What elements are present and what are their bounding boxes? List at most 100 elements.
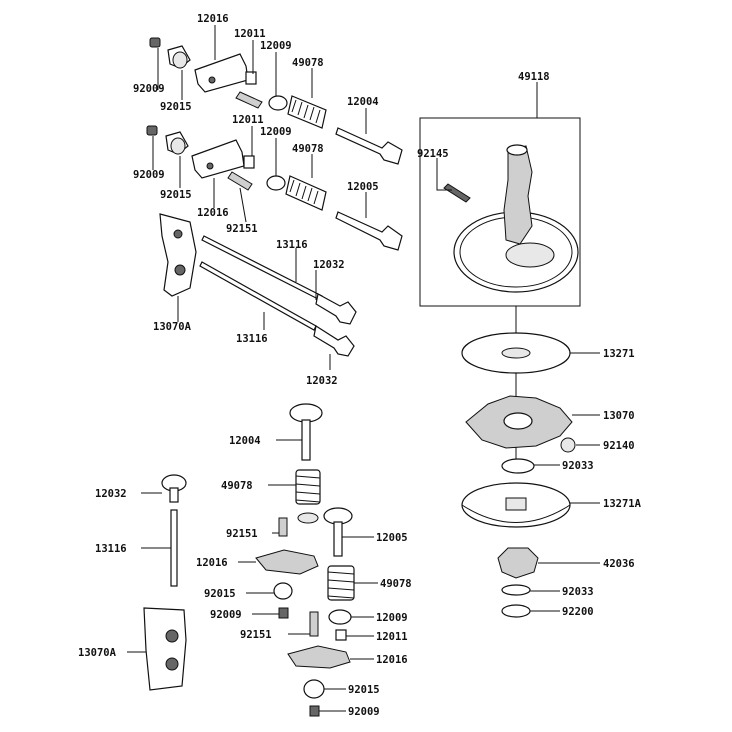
part-12016-c-rocker bbox=[255, 549, 319, 575]
part-13271-hole bbox=[501, 347, 531, 359]
part-12032-b-lifter bbox=[313, 325, 355, 357]
part-13070A-a-hole2 bbox=[174, 264, 186, 276]
label-12032-b: 12032 bbox=[306, 375, 338, 387]
part-92033-a-ring bbox=[501, 458, 535, 474]
part-42036-gear bbox=[497, 547, 539, 579]
part-12005-a-valve bbox=[335, 211, 403, 251]
label-92009-b: 92009 bbox=[133, 169, 165, 181]
label-13116-b: 13116 bbox=[236, 333, 268, 345]
camshaft-box bbox=[419, 117, 581, 307]
part-92151-a-stud bbox=[235, 91, 263, 109]
label-92151-a: 92151 bbox=[226, 223, 258, 235]
label-12011-b: 12011 bbox=[232, 114, 264, 126]
label-12011-c: 12011 bbox=[376, 631, 408, 643]
part-12004-a-valve bbox=[335, 127, 403, 165]
part-92009-d-screw bbox=[309, 705, 320, 717]
part-retainer-a bbox=[297, 512, 319, 524]
part-13116-b-rod bbox=[199, 261, 317, 331]
label-12016-d: 12016 bbox=[376, 654, 408, 666]
label-12005-a: 12005 bbox=[347, 181, 379, 193]
part-12004-b-stem bbox=[301, 419, 311, 461]
label-13116-a: 13116 bbox=[276, 239, 308, 251]
label-92009-d: 92009 bbox=[348, 706, 380, 718]
label-92015-b: 92015 bbox=[160, 189, 192, 201]
part-12016-b-shape bbox=[191, 139, 245, 179]
part-12032-c-lifter-stem bbox=[169, 487, 179, 503]
label-42036: 42036 bbox=[603, 558, 635, 570]
label-49078-b: 49078 bbox=[292, 143, 324, 155]
leader-lines bbox=[127, 25, 600, 712]
label-12004-a: 12004 bbox=[347, 96, 379, 108]
governor-assembly bbox=[461, 306, 576, 618]
label-13070A-a: 13070A bbox=[153, 321, 192, 333]
label-92009-c: 92009 bbox=[210, 609, 242, 621]
part-13070A-b-plate bbox=[143, 607, 187, 691]
label-12009-c: 12009 bbox=[376, 612, 408, 624]
label-13070: 13070 bbox=[603, 410, 635, 422]
part-13070A-a-hole1 bbox=[173, 229, 183, 239]
label-49078-c: 49078 bbox=[221, 480, 253, 492]
label-49078-d: 49078 bbox=[380, 578, 412, 590]
label-92140: 92140 bbox=[603, 440, 635, 452]
part-92015-b-nut bbox=[170, 137, 186, 155]
label-12005-b: 12005 bbox=[376, 532, 408, 544]
part-92151-b-stud bbox=[278, 517, 288, 537]
part-49118-hub bbox=[505, 242, 555, 268]
label-13070A-b: 13070A bbox=[78, 647, 117, 659]
label-92015-a: 92015 bbox=[160, 101, 192, 113]
pushrod-lifter-group-upper bbox=[159, 213, 357, 357]
label-12016-c: 12016 bbox=[196, 557, 228, 569]
part-92145-pin bbox=[443, 183, 471, 203]
part-12016-a-hole bbox=[208, 76, 216, 84]
label-12032-a: 12032 bbox=[313, 259, 345, 271]
part-12009-b-shape bbox=[266, 175, 286, 191]
part-49078-a-spring bbox=[287, 95, 327, 129]
part-49078-b-spring bbox=[285, 175, 327, 211]
part-92009-b-shape bbox=[146, 125, 158, 136]
label-12009-b: 12009 bbox=[260, 126, 292, 138]
rocker-assembly-upper bbox=[149, 37, 403, 165]
part-13271A-square bbox=[505, 497, 527, 511]
part-12011-a-shape bbox=[245, 71, 257, 85]
part-12004-b-head bbox=[289, 403, 323, 423]
part-92151-b-stud bbox=[227, 171, 253, 191]
label-92151-b: 92151 bbox=[226, 528, 258, 540]
label-12016-a: 12016 bbox=[197, 13, 229, 25]
part-12016-d-rocker bbox=[287, 645, 351, 669]
part-49118-shaft-top bbox=[506, 144, 528, 156]
label-12009-a: 12009 bbox=[260, 40, 292, 52]
label-13271: 13271 bbox=[603, 348, 635, 360]
label-92145: 92145 bbox=[417, 148, 449, 160]
label-92033-b: 92033 bbox=[562, 586, 594, 598]
rocker-assembly-lower bbox=[146, 125, 403, 251]
part-12016-b-hole bbox=[206, 162, 214, 170]
part-12011-b-shape bbox=[243, 155, 255, 169]
part-92009-c-screw bbox=[278, 607, 289, 619]
label-92009-a: 92009 bbox=[133, 83, 165, 95]
label-92151-c: 92151 bbox=[240, 629, 272, 641]
valve-train-lower bbox=[255, 403, 355, 717]
part-12032-a-lifter bbox=[315, 293, 357, 325]
label-92015-c: 92015 bbox=[204, 588, 236, 600]
part-13070A-b-hole1 bbox=[165, 629, 179, 643]
part-92009-a-shape bbox=[149, 37, 161, 48]
part-13070A-a-plate bbox=[159, 213, 197, 297]
part-12016-a-shape bbox=[194, 53, 249, 93]
label-12011-a: 12011 bbox=[234, 28, 266, 40]
label-92015-d: 92015 bbox=[348, 684, 380, 696]
label-49078-a: 49078 bbox=[292, 57, 324, 69]
label-13116-c: 13116 bbox=[95, 543, 127, 555]
part-92200-washer bbox=[501, 604, 531, 618]
label-12016-b: 12016 bbox=[197, 207, 229, 219]
part-49078-c-spring bbox=[295, 469, 321, 505]
camshaft-assembly bbox=[419, 117, 581, 307]
part-13070A-b-hole2 bbox=[165, 657, 179, 671]
label-12004-b: 12004 bbox=[229, 435, 261, 447]
part-12011-c-pivot bbox=[335, 629, 347, 641]
part-12005-b-stem bbox=[333, 521, 343, 557]
part-12009-c-seal bbox=[328, 609, 352, 625]
part-92033-b-ring bbox=[501, 584, 531, 596]
part-49118-cam bbox=[503, 145, 533, 245]
part-13116-c-rod bbox=[170, 509, 178, 587]
